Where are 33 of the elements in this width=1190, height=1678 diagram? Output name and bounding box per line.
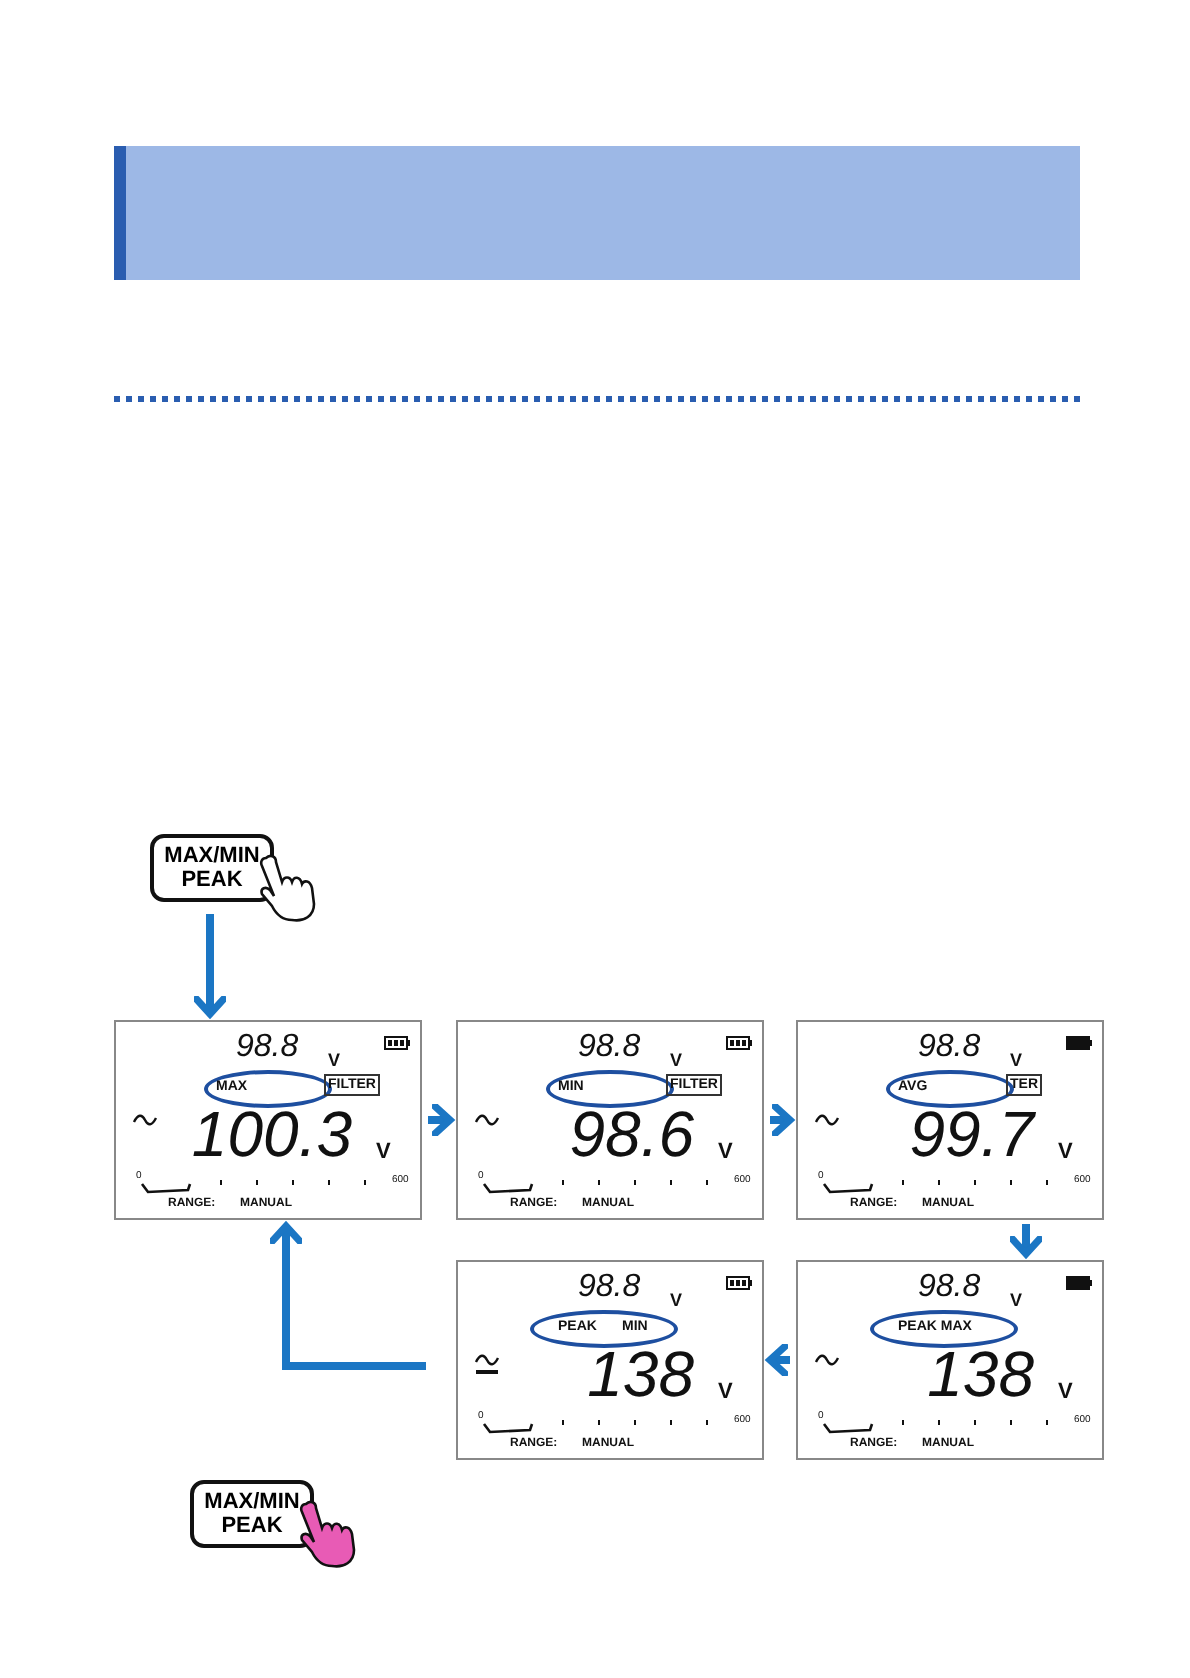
arrow — [766, 1340, 792, 1380]
arrow — [266, 1222, 426, 1370]
unit-label: V — [670, 1052, 683, 1070]
key-button: MAX/MIN PEAK — [150, 834, 274, 902]
lcd-sub-reading: 98.8 — [236, 1032, 299, 1064]
unit-label: V — [1058, 1142, 1073, 1164]
lcd-screen — [796, 1260, 1104, 1460]
lcd-sub-reading: 98.8 — [918, 1032, 981, 1064]
lcd-main-reading: 138 — [587, 1342, 694, 1406]
arrow — [428, 1100, 454, 1140]
unit-label: V — [328, 1052, 341, 1070]
lcd-sub-reading: 98.8 — [918, 1272, 981, 1304]
arrow — [1006, 1224, 1046, 1258]
lcd-screen — [796, 1020, 1104, 1220]
unit-label: V — [1058, 1382, 1073, 1404]
lcd-screen — [114, 1020, 422, 1220]
unit-label: V — [718, 1142, 733, 1164]
arrow — [768, 1100, 794, 1140]
unit-label: V — [670, 1292, 683, 1310]
arrow — [190, 914, 230, 1018]
unit-label: V — [718, 1382, 733, 1404]
lcd-sub-reading: 98.8 — [578, 1032, 641, 1064]
lcd-screen — [456, 1020, 764, 1220]
unit-label: V — [1010, 1292, 1023, 1310]
lcd-main-reading: 100.3 — [191, 1102, 352, 1166]
lcd-screen — [456, 1260, 764, 1460]
unit-label: V — [1010, 1052, 1023, 1070]
lcd-main-reading: 138 — [927, 1342, 1034, 1406]
unit-label: V — [376, 1142, 391, 1164]
key-button: MAX/MIN PEAK — [190, 1480, 314, 1548]
lcd-sub-reading: 98.8 — [578, 1272, 641, 1304]
lcd-main-reading: 98.6 — [569, 1102, 694, 1166]
lcd-main-reading: 99.7 — [909, 1102, 1034, 1166]
